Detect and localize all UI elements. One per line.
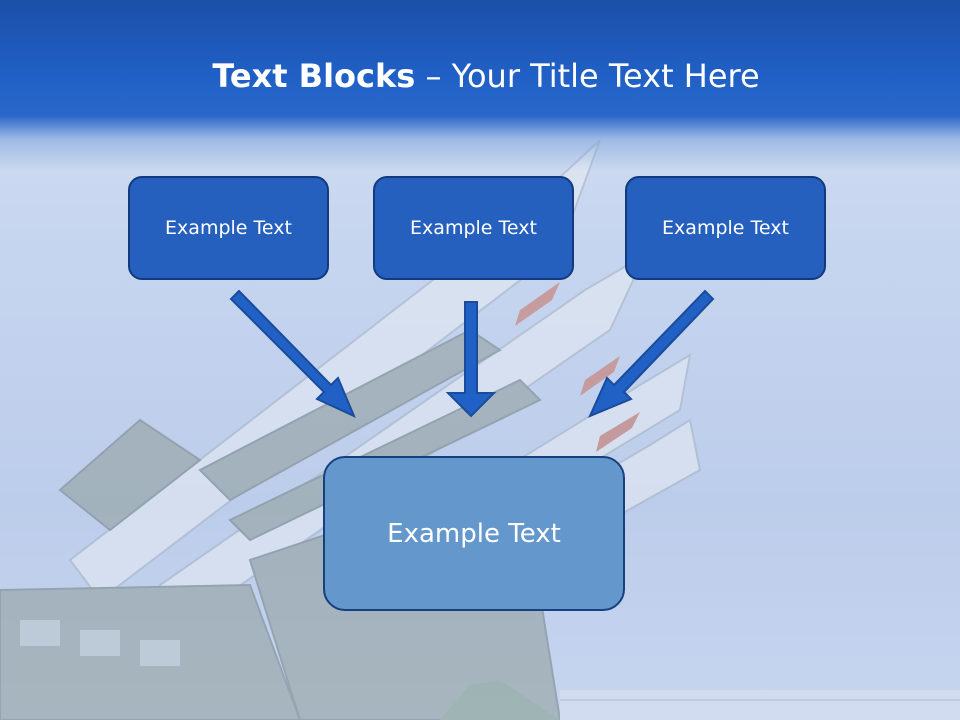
title-dash: – <box>415 57 452 95</box>
text-block-3-label: Example Text <box>662 217 789 239</box>
title-rest: Your Title Text Here <box>451 57 760 95</box>
arrow-down-icon <box>445 301 497 418</box>
text-block-1[interactable]: Example Text <box>128 176 329 280</box>
text-block-1-label: Example Text <box>165 217 292 239</box>
result-text-block-label: Example Text <box>387 518 561 549</box>
text-block-3[interactable]: Example Text <box>625 176 826 280</box>
title-bold-part: Text Blocks <box>212 57 416 95</box>
slide-title: Text Blocks – Your Title Text Here <box>0 52 960 100</box>
arrow-down-left-icon <box>588 289 715 418</box>
header-band <box>0 0 960 170</box>
text-block-2-label: Example Text <box>410 217 537 239</box>
arrow-down-right-icon <box>229 289 356 418</box>
result-text-block[interactable]: Example Text <box>323 456 625 611</box>
text-block-2[interactable]: Example Text <box>373 176 574 280</box>
